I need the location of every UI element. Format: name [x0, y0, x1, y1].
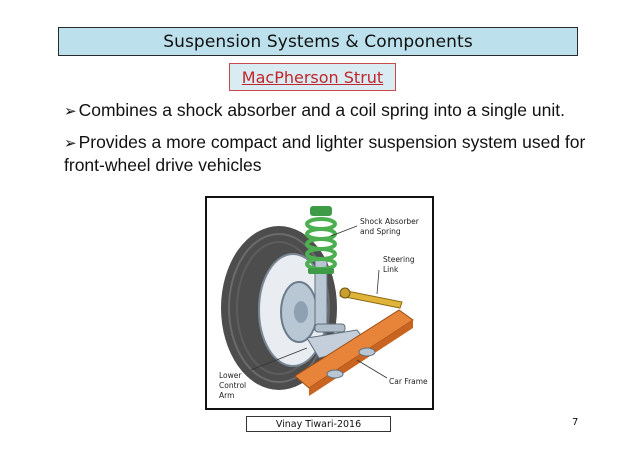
- label-shock-absorber: Shock Absorber: [360, 217, 420, 226]
- bullet-item: ➢Combines a shock absorber and a coil sp…: [64, 99, 594, 122]
- slide-title: Suspension Systems & Components: [163, 31, 473, 52]
- arrow-bullet-icon: ➢: [64, 102, 77, 120]
- steering-link-icon: [339, 287, 403, 309]
- label-arm: Arm: [219, 391, 234, 400]
- lower-control-arm-icon: [306, 323, 370, 359]
- car-frame-icon: [294, 309, 414, 396]
- label-spring: and Spring: [360, 227, 401, 236]
- macpherson-strut-figure: Shock Absorber and Spring Steering Link …: [205, 196, 434, 410]
- bullet-text: Combines a shock absorber and a coil spr…: [78, 100, 565, 120]
- label-car-frame: Car Frame: [389, 377, 428, 386]
- arrow-bullet-icon: ➢: [64, 134, 77, 152]
- page-number: 7: [572, 417, 579, 428]
- label-lower: Lower: [219, 371, 242, 380]
- label-steering: Steering: [383, 255, 415, 264]
- slide-subtitle-box: MacPherson Strut: [229, 63, 396, 91]
- footer-author: Vinay Tiwari-2016: [275, 418, 362, 430]
- footer-box: Vinay Tiwari-2016: [246, 416, 391, 432]
- bullet-item: ➢Provides a more compact and lighter sus…: [64, 131, 594, 176]
- label-link: Link: [383, 265, 399, 274]
- slide-title-box: Suspension Systems & Components: [58, 27, 578, 56]
- bullet-list: ➢Combines a shock absorber and a coil sp…: [64, 99, 594, 185]
- coil-spring-icon: [305, 206, 337, 274]
- label-control: Control: [219, 381, 246, 390]
- bullet-text: Provides a more compact and lighter susp…: [64, 132, 586, 175]
- strut-illustration: Shock Absorber and Spring Steering Link …: [219, 206, 428, 400]
- slide-subtitle: MacPherson Strut: [241, 67, 384, 87]
